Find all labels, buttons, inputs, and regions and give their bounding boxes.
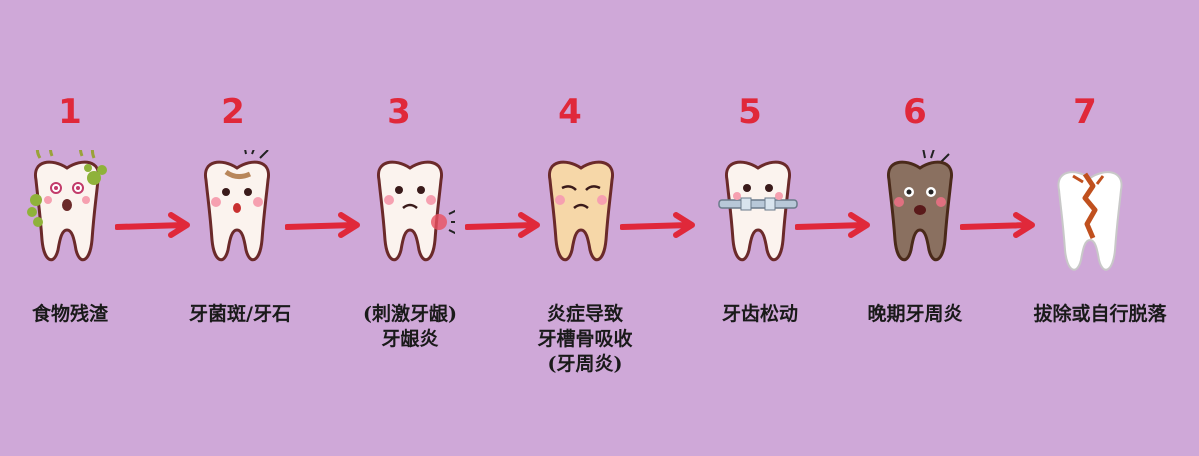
stage-number: 3: [387, 92, 411, 132]
stage-label: 牙菌斑/牙石: [189, 303, 291, 325]
tooth-with-gingivitis-icon: [377, 160, 455, 262]
loose-tooth-with-braces-icon: [718, 160, 798, 262]
arrow-right-icon: [960, 212, 1035, 238]
arrow-right-icon: [285, 212, 360, 238]
stage-7: 7 拔除或自行脱落: [1033, 0, 1199, 456]
stage-5: 5 牙齿松动: [705, 0, 845, 456]
stage-number: 6: [903, 92, 927, 132]
arrow-right-icon: [620, 212, 695, 238]
stage-label: (刺激牙龈) 牙龈炎: [363, 303, 457, 350]
decayed-tooth-icon: [887, 150, 953, 262]
stage-label: 拔除或自行脱落: [1033, 303, 1167, 325]
tooth-with-plaque-icon: [204, 150, 270, 262]
stage-label: 炎症导致 牙槽骨吸收 (牙周炎): [537, 303, 633, 375]
tooth-with-bone-loss-icon: [548, 160, 614, 262]
arrow-right-icon: [795, 212, 870, 238]
stage-number: 5: [738, 92, 762, 132]
stage-label: 晚期牙周炎: [867, 303, 963, 325]
stage-number: 2: [221, 92, 245, 132]
cracked-tooth-icon: [1057, 171, 1123, 271]
stage-number: 4: [558, 92, 582, 132]
tooth-with-food-debris-icon: [27, 150, 107, 262]
stage-label: 食物残渣: [31, 303, 108, 325]
stage-6: 6 晚期牙周炎: [867, 0, 1010, 456]
stage-1: 1 食物残渣: [0, 0, 140, 456]
stage-4: 4 炎症导致 牙槽骨吸收 (牙周炎): [530, 0, 670, 456]
stage-number: 7: [1073, 92, 1097, 132]
stage-3: 3 (刺激牙龈) 牙龈炎: [355, 0, 495, 456]
arrow-right-icon: [465, 212, 540, 238]
arrow-right-icon: [115, 212, 190, 238]
stage-number: 1: [58, 92, 82, 132]
stage-2: 2 牙菌斑/牙石: [180, 0, 320, 456]
stage-label: 牙齿松动: [721, 303, 798, 325]
